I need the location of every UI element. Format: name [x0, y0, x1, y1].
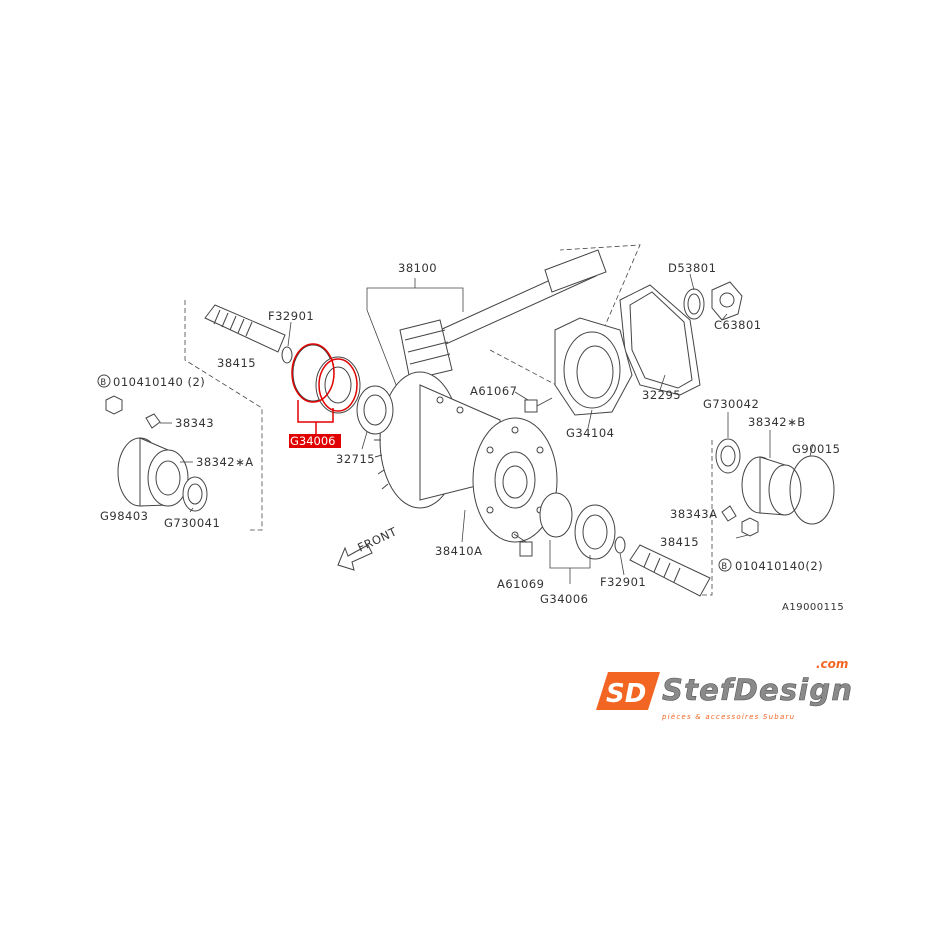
circle-b-letter-2: B: [722, 562, 727, 572]
front-arrow-icon: [337, 544, 373, 571]
label-010410140-right: 010410140(2): [735, 559, 823, 573]
label-38410a: 38410A: [435, 544, 482, 558]
label-g34006-highlighted: G34006: [290, 434, 336, 448]
circle-b-icon: [97, 374, 111, 388]
drive-pinion-shaft: [399, 249, 607, 381]
label-f32901: F32901: [268, 309, 314, 323]
circle-b-letter: B: [101, 378, 106, 388]
label-g34006: G34006: [540, 592, 589, 606]
part-38342a: [117, 437, 189, 507]
part-g730041-seal: [182, 476, 208, 512]
part-g34006-bearing-highlighted: [289, 343, 361, 448]
label-d53801: D53801: [668, 261, 716, 275]
label-a61069: A61069: [497, 577, 544, 591]
label-f32901-2: F32901: [600, 575, 646, 589]
logo-tagline: pièces & accessoires Subaru: [661, 713, 795, 721]
top-dashed-bracket: [489, 244, 641, 396]
part-38410a-diff-case: [374, 371, 558, 543]
part-c63801: [711, 281, 743, 321]
logo-domain: .com: [816, 657, 848, 671]
logo-mark: [596, 672, 660, 710]
part-38342b: [741, 456, 802, 516]
logo-mark-text: SD: [606, 679, 646, 709]
part-38415-axle-shaft-2: [629, 544, 711, 597]
part-f32901-ring-2: [614, 536, 626, 554]
label-38415: 38415: [217, 356, 256, 370]
circle-b-icon-2: [718, 558, 732, 572]
label-g730041: G730041: [164, 516, 220, 530]
part-g730042-seal: [715, 438, 741, 474]
label-front: FRONT: [355, 524, 399, 555]
logo-brand: StefDesign: [662, 673, 852, 707]
part-38343a: [721, 505, 737, 522]
label-010410140-left: 010410140 (2): [113, 375, 205, 389]
label-g730042: G730042: [703, 397, 759, 411]
part-bolt-right: [741, 517, 759, 537]
part-a61067-bolt: [524, 397, 553, 413]
part-f32901-ring: [281, 346, 293, 364]
label-g90015: G90015: [792, 442, 841, 456]
right-dashed-bracket: [700, 440, 713, 596]
label-38343a: 38343A: [670, 507, 717, 521]
label-38342b: 38342∗B: [748, 415, 806, 429]
part-bolt-left: [105, 395, 123, 415]
label-c63801: C63801: [714, 318, 762, 332]
label-g34104: G34104: [566, 426, 615, 440]
part-g90015-oring: [789, 455, 835, 525]
label-38415-2: 38415: [660, 535, 699, 549]
label-g98403: G98403: [100, 509, 149, 523]
label-38343: 38343: [175, 416, 214, 430]
stefdesign-logo: SD StefDesign .com pièces & accessoires …: [596, 657, 852, 721]
part-g34006-bearing: [539, 492, 616, 560]
label-38100: 38100: [398, 261, 437, 275]
highlight-label-bg: [289, 434, 341, 448]
part-g34104-housing: [554, 317, 633, 416]
diagram-ref-code: A19000115: [782, 602, 844, 613]
part-32715-seal: [356, 385, 394, 435]
label-38342a: 38342∗A: [196, 455, 254, 469]
label-32715: 32715: [336, 452, 375, 466]
part-38343: [145, 413, 161, 429]
part-a61069-bolt: [513, 533, 533, 557]
left-dashed-bracket: [184, 300, 263, 531]
part-38415-axle-shaft: [204, 304, 286, 353]
label-a61067: A61067: [470, 384, 517, 398]
label-32295: 32295: [642, 388, 681, 402]
